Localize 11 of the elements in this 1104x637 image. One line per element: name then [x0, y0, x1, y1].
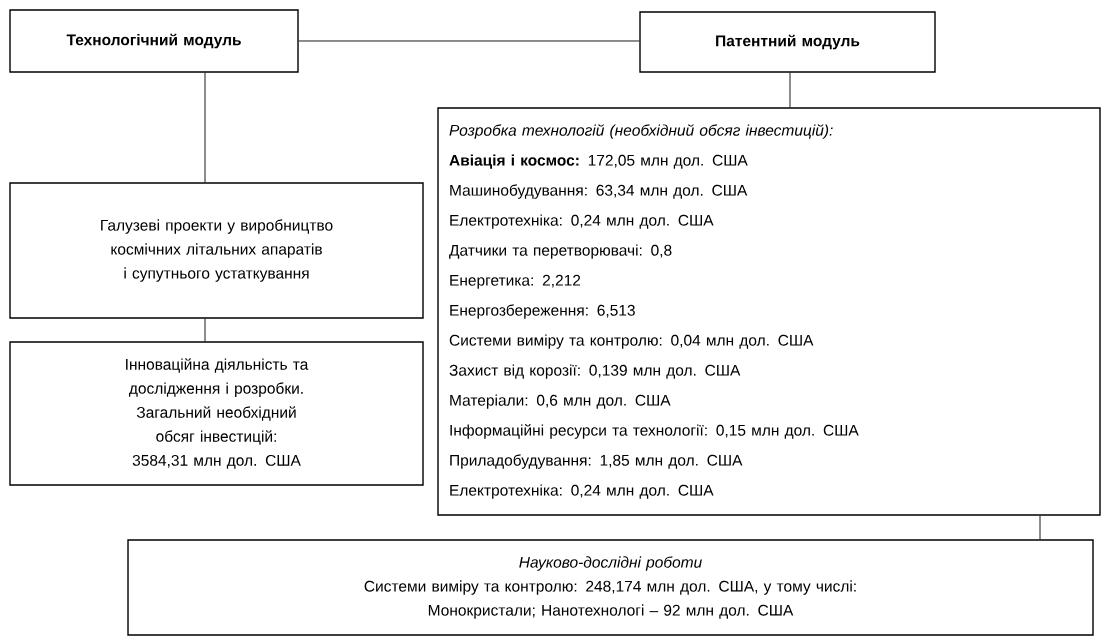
process-box: Інноваційна діяльність та дослідження і розробки. Загальний необхідний обсяг інвестицій: 3584,31 млн дол. США: [9, 341, 424, 486]
process-box: Технологічний модуль: [9, 9, 299, 73]
process-box: Науково-дослідні роботи Системи виміру та контролю: 248,174 млн дол. США, у тому числі: Монокристали; Нанотехнологі – 92 млн дол. США: [127, 539, 1094, 636]
connector-line: [789, 72, 791, 108]
connector-line: [204, 72, 206, 183]
process-box: Патентний модуль: [639, 11, 936, 73]
process-box: Галузеві проекти у виробництво космічних літальних апаратів і супутнього устаткування: [9, 182, 424, 319]
connector-line: [298, 40, 640, 42]
process-box: Розробка технологій (необхідний обсяг інвестицій): Авіація і космос: 172,05 млн дол. США Машинобудування: 63,34 млн дол. США Електротехніка: 0,24 млн дол. США Датчики та перетворювачі: 0,8 Енергетика: 2,212 Енергозбереження: 6,513 Системи виміру та контролю: 0,04 млн дол. США Захист від корозії: 0,139 млн дол. США Матеріали: 0,6 млн дол. США Інформаційні ресурси та технології: 0,15 млн дол. США Приладобудування: 1,85 млн дол. США Електротехніка: 0,24 млн дол. США: [437, 107, 1101, 516]
connector-line: [204, 318, 206, 342]
connector-line: [1039, 515, 1041, 540]
